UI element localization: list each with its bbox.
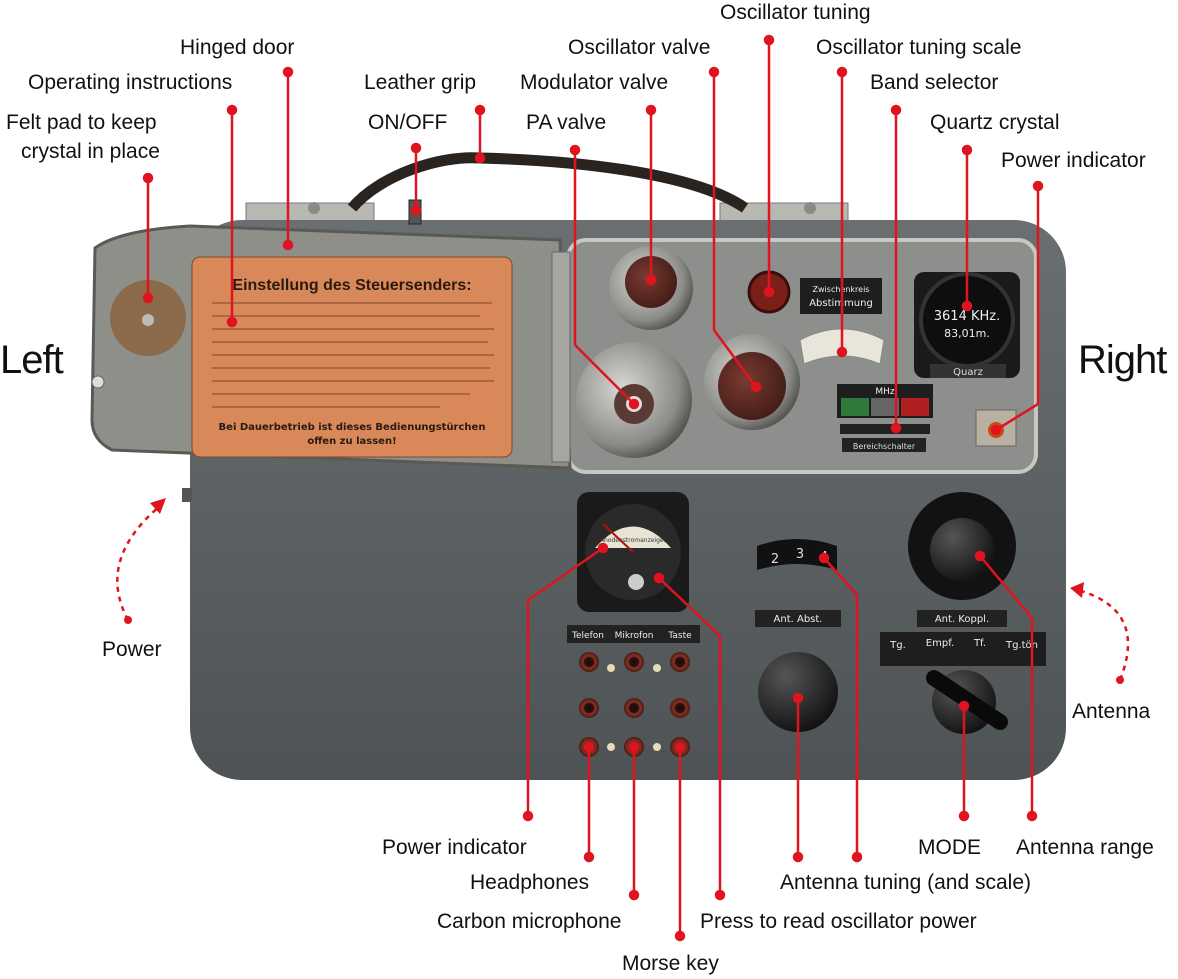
power-arrow-path — [116, 505, 161, 621]
label-leather-grip: Leather grip — [364, 71, 477, 94]
door-hinge — [551, 251, 571, 463]
mikrofon-text: Mikrofon — [615, 631, 654, 641]
crystal-frequency-text: 3614 KHz. — [934, 309, 1000, 324]
label-antenna: Antenna — [1072, 700, 1151, 723]
meter-caption: Anodenstromanzeiger — [600, 537, 667, 544]
ant-koppl-text: Ant. Koppl. — [935, 614, 989, 625]
antenna-arrow-path — [1077, 588, 1130, 681]
mode-tg-text: Tg. — [889, 640, 906, 651]
label-oscillator-valve: Oscillator valve — [568, 36, 711, 59]
label-felt-pad-line1: Felt pad to keep — [6, 111, 157, 134]
label-antenna-range: Antenna range — [1016, 836, 1154, 859]
quarz-text: Quarz — [953, 367, 983, 378]
label-power: Power — [102, 638, 162, 661]
scale-mark-2: 2 — [771, 552, 779, 567]
label-mode: MODE — [918, 836, 981, 859]
mode-tgton-text: Tg.tön — [1005, 640, 1038, 651]
label-oscillator-tuning-scale: Oscillator tuning scale — [816, 36, 1022, 59]
right-side-label: Right — [1078, 338, 1167, 382]
handle-group — [245, 152, 849, 226]
label-power-indicator-bottom: Power indicator — [382, 836, 527, 859]
label-power-indicator-top: Power indicator — [1001, 149, 1146, 172]
label-oscillator-tuning: Oscillator tuning — [720, 1, 871, 24]
label-quartz-crystal: Quartz crystal — [930, 111, 1060, 134]
bereichschalter-text: Bereichschalter — [853, 442, 916, 451]
antenna-tuning-scale — [757, 539, 837, 570]
label-pa-valve: PA valve — [526, 111, 607, 134]
label-on-off: ON/OFF — [368, 111, 448, 134]
jack-array — [579, 652, 690, 757]
instruction-title-text: Einstellung des Steuersenders: — [232, 277, 471, 294]
mode-plate — [880, 632, 1046, 666]
label-modulator-valve: Modulator valve — [520, 71, 669, 94]
ant-abst-plate — [755, 610, 841, 627]
label-morse-key: Morse key — [622, 952, 719, 975]
label-felt-pad-line2: crystal in place — [21, 140, 160, 163]
label-headphones: Headphones — [470, 871, 590, 894]
press-to-read-button — [628, 574, 644, 590]
telefon-text: Telefon — [571, 631, 604, 641]
callout-leaders — [142, 34, 1044, 942]
mhz-text: MHz — [875, 387, 895, 397]
label-hinged-door: Hinged door — [180, 36, 295, 59]
ant-koppl-plate — [917, 610, 1007, 627]
antenna-range-knob — [930, 518, 994, 582]
instruction-footer-line1: Bei Dauerbetrieb ist dieses Bedienungstü… — [219, 422, 486, 433]
mode-empf-text: Empf. — [926, 638, 954, 649]
label-band-selector: Band selector — [870, 71, 999, 94]
crystal-wavelength-text: 83,01m. — [944, 327, 990, 340]
label-operating-instructions: Operating instructions — [28, 71, 233, 94]
band-selector-slot — [840, 424, 930, 434]
label-antenna-tuning: Antenna tuning (and scale) — [780, 871, 1032, 894]
taste-text: Taste — [667, 631, 692, 641]
instruction-footer-line2: offen zu lassen! — [307, 436, 396, 447]
label-press-to-read: Press to read oscillator power — [700, 910, 977, 933]
leather-grip-strap — [347, 152, 749, 213]
scale-mark-3: 3 — [796, 547, 804, 562]
label-carbon-microphone: Carbon microphone — [437, 910, 622, 933]
jack-label-plate — [567, 625, 700, 643]
meter-face — [595, 526, 671, 548]
mode-tf-text: Tf. — [973, 638, 986, 649]
ant-abst-text: Ant. Abst. — [774, 614, 823, 625]
left-side-label: Left — [0, 338, 64, 382]
power-connector — [182, 488, 192, 502]
antenna-tuning-knob — [758, 652, 838, 732]
